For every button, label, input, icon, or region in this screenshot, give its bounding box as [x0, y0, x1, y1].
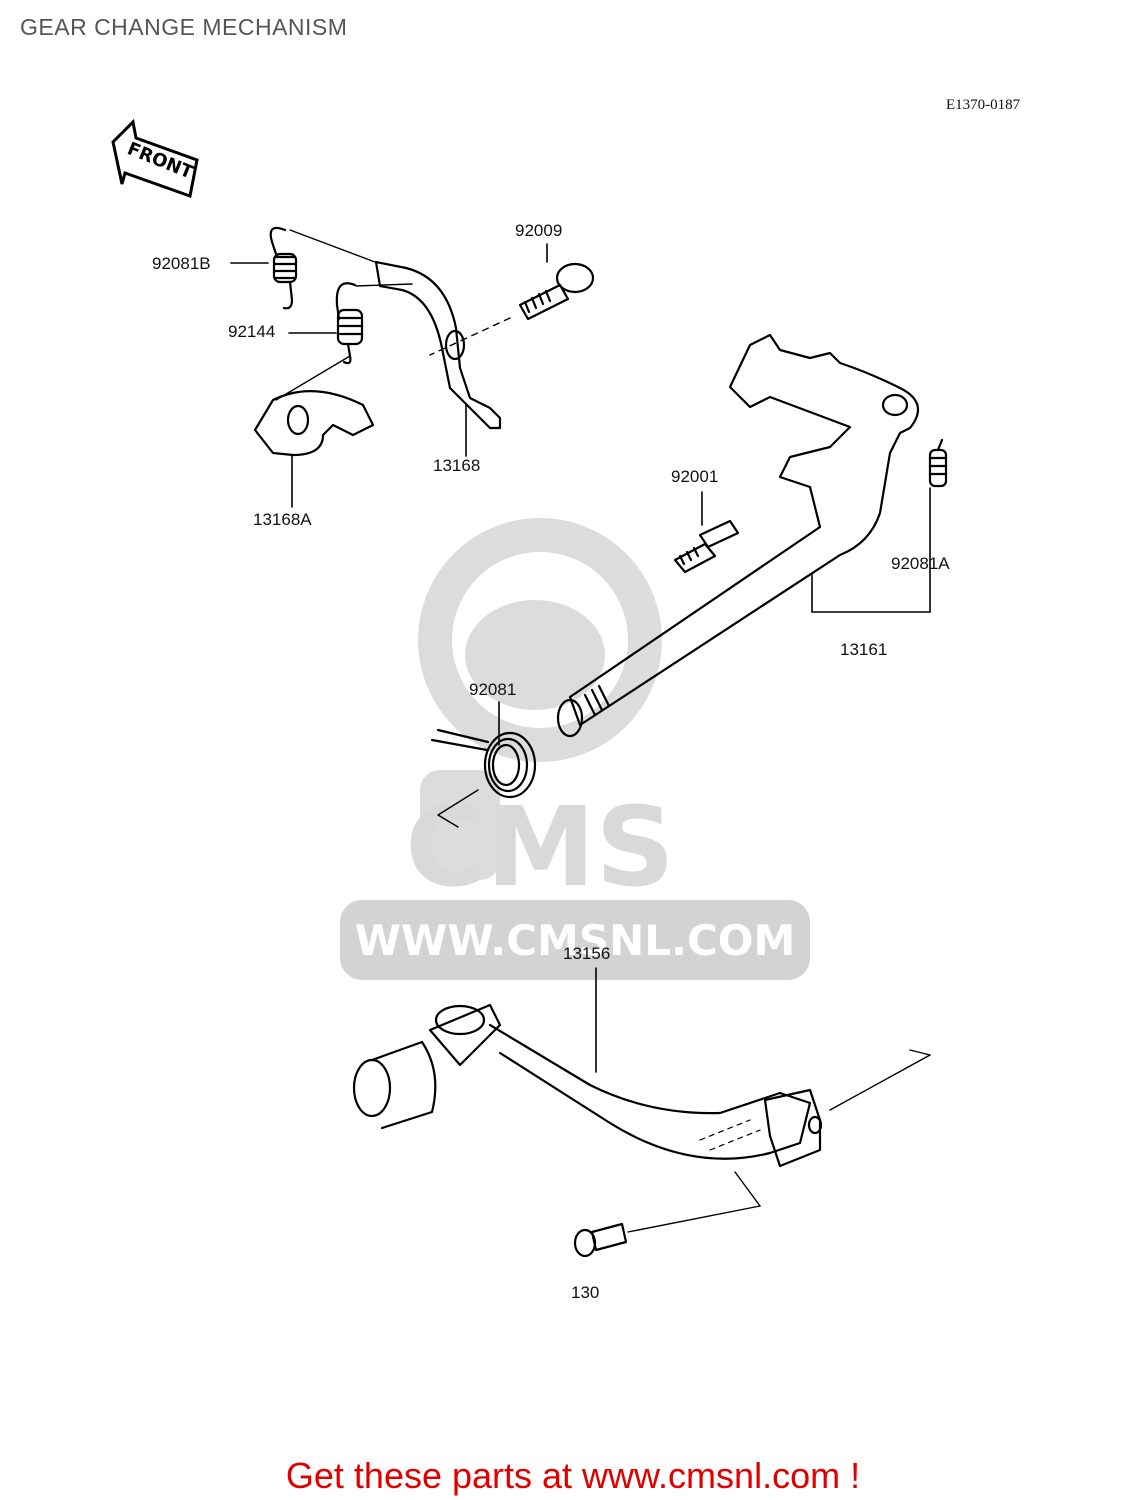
- part-label-92144[interactable]: 92144: [228, 322, 276, 341]
- plate-13168a: [253, 355, 375, 457]
- part-label-130[interactable]: 130: [571, 1283, 600, 1302]
- part-label-13168a[interactable]: 13168A: [253, 510, 312, 529]
- page-title: GEAR CHANGE MECHANISM: [20, 14, 348, 40]
- front-arrow-icon: FRONT: [111, 118, 199, 198]
- spring-92081a: [928, 438, 948, 488]
- bolt-92001: [673, 519, 740, 574]
- watermark-url: WWW.CMSNL.COM: [355, 916, 796, 965]
- watermark: CMS WWW.CMSNL.COM: [340, 518, 810, 980]
- bolt-92009: [429, 262, 595, 356]
- shaft-13161: [556, 333, 931, 738]
- diagram-code: E1370-0187: [946, 97, 1021, 113]
- part-label-92081a[interactable]: 92081A: [891, 554, 950, 573]
- part-label-92081b[interactable]: 92081B: [152, 254, 211, 273]
- lever-13168: [374, 260, 502, 430]
- spring-92081b: [269, 226, 376, 310]
- footer-link[interactable]: Get these parts at www.cmsnl.com !: [285, 1455, 861, 1496]
- watermark-brand: CMS: [405, 783, 674, 911]
- leader-lines: [230, 243, 703, 1073]
- part-label-92081[interactable]: 92081: [469, 680, 517, 699]
- part-label-13156[interactable]: 13156: [563, 944, 611, 963]
- part-label-92009[interactable]: 92009: [515, 221, 563, 240]
- pedal-13156: [352, 1003, 931, 1168]
- bolt-130: [573, 1171, 761, 1258]
- part-label-92001[interactable]: 92001: [671, 467, 719, 486]
- part-label-13161[interactable]: 13161: [840, 640, 888, 659]
- spring-92081: [430, 728, 537, 828]
- part-label-13168[interactable]: 13168: [433, 456, 481, 475]
- spring-92144: [335, 282, 413, 365]
